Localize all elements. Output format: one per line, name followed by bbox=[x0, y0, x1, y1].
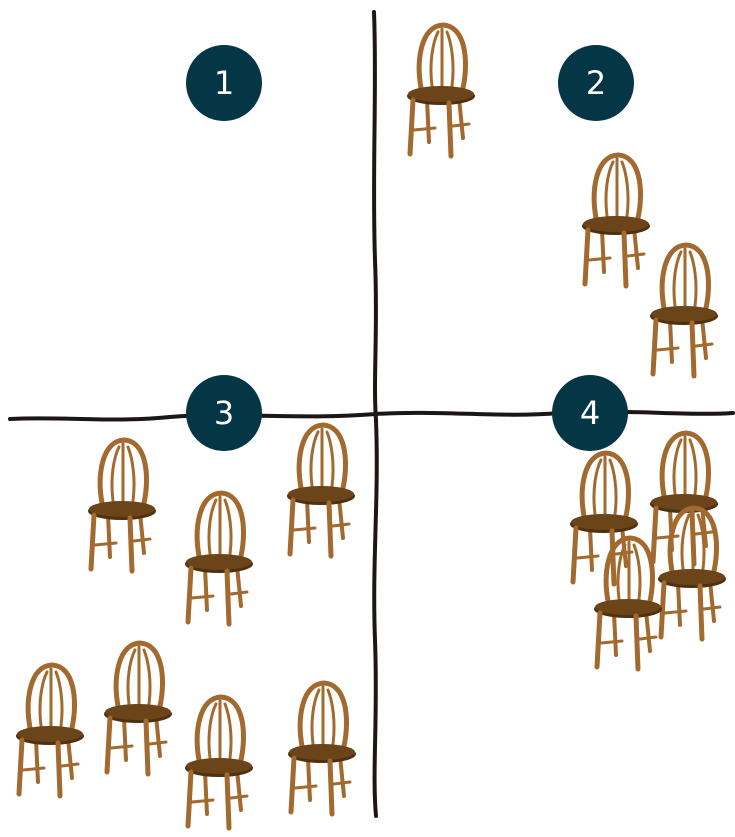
quadrant-diagram: 1 2 3 4 bbox=[8, 10, 735, 831]
chair-icon bbox=[14, 660, 86, 800]
chair-icon bbox=[405, 20, 477, 160]
chair-icon bbox=[580, 150, 652, 290]
vertical-divider bbox=[372, 10, 379, 818]
chair-icon bbox=[656, 503, 728, 643]
chair-icon bbox=[285, 420, 357, 560]
chair-icon bbox=[592, 533, 664, 673]
chair-icon bbox=[183, 692, 255, 832]
chair-icon bbox=[86, 435, 158, 575]
quadrant-badge-1: 1 bbox=[186, 45, 262, 121]
chair-icon bbox=[286, 678, 358, 818]
quadrant-badge-4: 4 bbox=[552, 375, 628, 451]
chair-icon bbox=[568, 448, 640, 588]
quadrant-badge-3: 3 bbox=[186, 375, 262, 451]
quadrant-badge-2: 2 bbox=[558, 45, 634, 121]
chair-icon bbox=[648, 240, 720, 380]
chair-icon bbox=[183, 488, 255, 628]
chair-icon bbox=[102, 638, 174, 778]
